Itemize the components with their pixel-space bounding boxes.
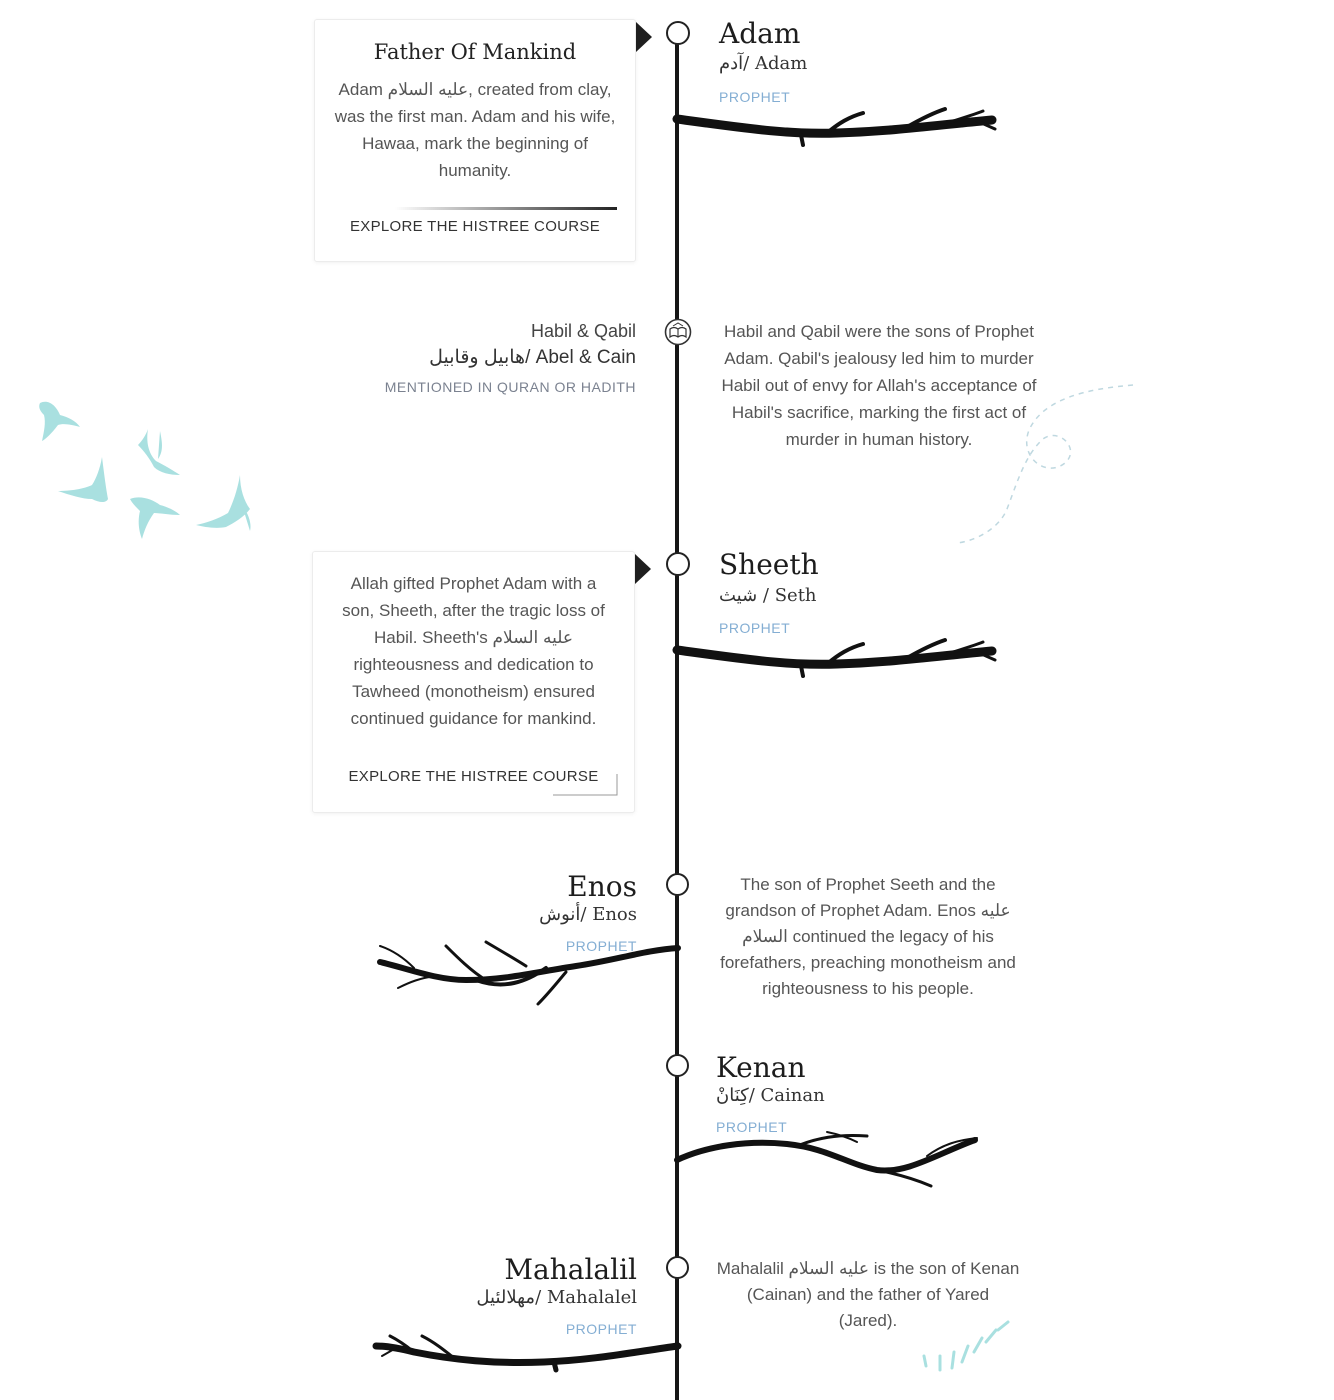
sun-rays-decoration [922,1320,1010,1372]
sheeth-pointer-arrow [635,554,651,584]
adam-node[interactable] [666,21,690,45]
birds-decoration [39,401,251,539]
habil-name: Habil & Qabil [530,321,636,341]
dashed-swirl-decoration [956,384,1134,544]
sheeth-alt-name: شيث / Seth [719,585,817,606]
kenan-tag: PROPHET [716,1119,788,1135]
mahalalil-alt-name: مهلالئيل/ Mahalalel [476,1287,637,1308]
enos-name: Enos [567,870,637,903]
enos-alt-name: أنوش/ Enos [539,904,637,925]
timeline-spine [675,30,679,1400]
adam-card: Father Of Mankind Adam عليه السلام, crea… [314,19,636,262]
enos-branch [377,940,681,1006]
mahalalil-branch [372,1334,682,1373]
mahalalil-node[interactable] [666,1256,689,1279]
sheeth-card: Allah gifted Prophet Adam with a son, Sh… [312,551,635,813]
mahalalil-tag: PROPHET [565,1321,637,1337]
sheeth-name: Sheeth [719,548,819,581]
habil-alt-name: هابيل وقابيل/ Abel & Cain [429,347,636,368]
enos-tag: PROPHET [565,938,637,954]
sheeth-explore-course-link[interactable]: EXPLORE THE HISTREE COURSE [348,768,599,785]
enos-description: The son of Prophet Seeth and the grandso… [720,875,1016,998]
adam-alt-name: آدم/ Adam [719,53,808,74]
adam-card-title: Father Of Mankind [373,40,577,64]
kenan-node[interactable] [666,1054,689,1077]
sheeth-tag: PROPHET [719,620,791,636]
habil-description: Habil and Qabil were the sons of Prophet… [721,322,1037,449]
kenan-name: Kenan [716,1051,806,1084]
adam-tag: PROPHET [719,89,791,105]
mahalalil-description: Mahalalil عليه السلام is the son of Kena… [716,1259,1020,1330]
sheeth-node[interactable] [666,552,690,576]
adam-card-underline [395,207,617,210]
sheeth-card-underline [553,774,618,796]
adam-explore-course-link[interactable]: EXPLORE THE HISTREE COURSE [349,218,601,235]
habil-tag: MENTIONED IN QURAN OR HADITH [384,379,636,395]
sheeth-branch [672,638,997,678]
quran-book-icon[interactable] [664,318,692,346]
sheeth-card-body: Allah gifted Prophet Adam with a son, Sh… [342,574,605,728]
adam-branch [672,107,997,147]
kenan-alt-name: كِنَانْ/ Cainan [716,1085,825,1106]
adam-card-body: Adam عليه السلام, created from clay, was… [334,80,616,180]
adam-name: Adam [719,17,801,50]
enos-node[interactable] [666,873,689,896]
kenan-branch [674,1131,978,1188]
adam-pointer-arrow [636,22,652,52]
mahalalil-name: Mahalalil [504,1253,637,1286]
